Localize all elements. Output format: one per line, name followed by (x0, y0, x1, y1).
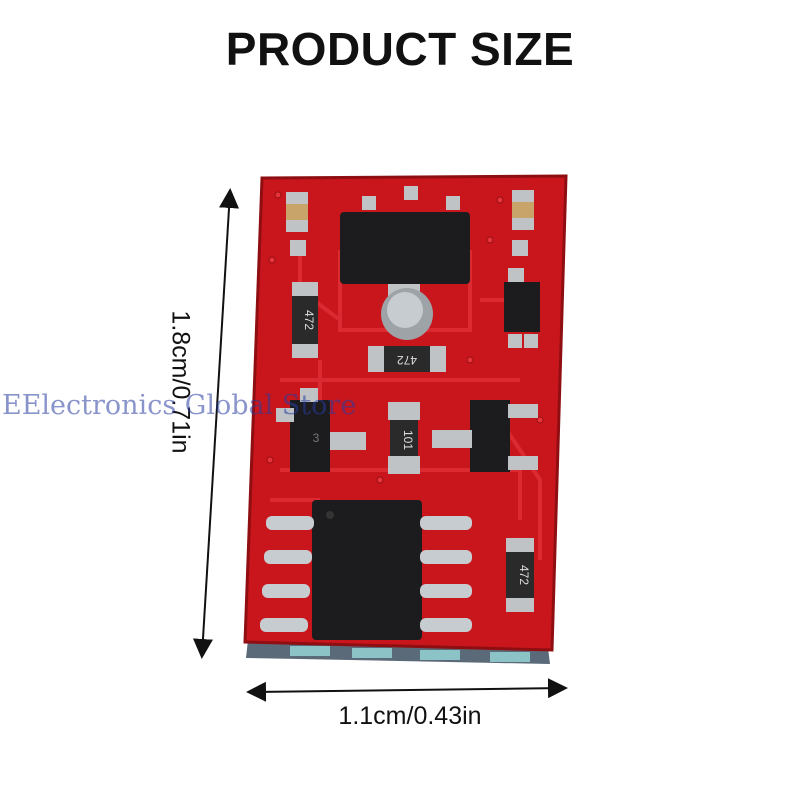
page-title: PRODUCT SIZE (225, 23, 575, 75)
marking-r3: 101 (401, 430, 415, 450)
height-dimension-arrow (192, 188, 240, 659)
marking-q1: 3 (313, 431, 320, 445)
width-dimension-arrow (246, 678, 568, 702)
height-dimension-label: 1.8cm/0.71in (166, 310, 195, 454)
marking-r4: 472 (517, 565, 531, 585)
marking-r2: 472 (397, 353, 417, 367)
width-dimension-label: 1.1cm/0.43in (338, 702, 482, 730)
store-watermark: EElectronics Global Store (2, 390, 357, 421)
marking-r1: 472 (302, 310, 316, 330)
pcb-board: 472 472 101 3 472 (243, 174, 568, 664)
